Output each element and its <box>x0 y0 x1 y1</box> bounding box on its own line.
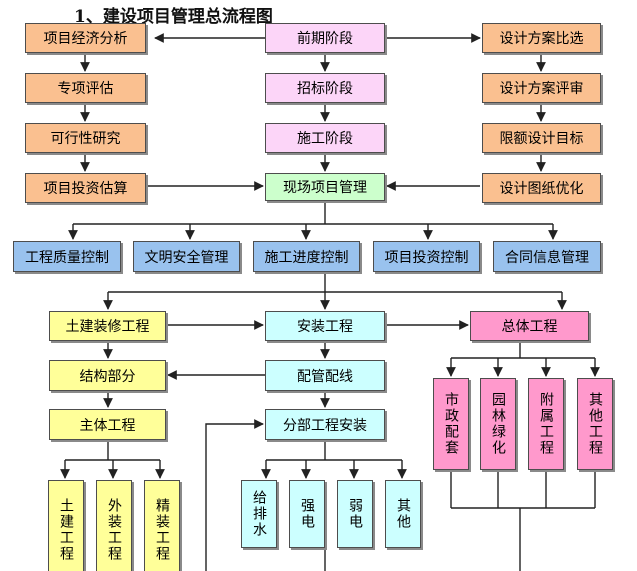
node-safety-management[interactable]: 文明安全管理 <box>133 241 240 272</box>
node-drawing-optimization[interactable]: 设计图纸优化 <box>482 173 601 203</box>
node-quota-design-target[interactable]: 限额设计目标 <box>482 123 601 153</box>
node-landscaping[interactable]: 园林绿化 <box>480 378 516 470</box>
node-investment-control[interactable]: 项目投资控制 <box>373 241 480 272</box>
node-auxiliary-works[interactable]: 附属工程 <box>528 378 564 470</box>
node-investment-estimate[interactable]: 项目投资估算 <box>25 173 146 203</box>
node-site-management[interactable]: 现场项目管理 <box>265 173 385 201</box>
node-other-works[interactable]: 其他工程 <box>577 378 613 470</box>
node-quality-control[interactable]: 工程质量控制 <box>13 241 121 272</box>
node-design-review[interactable]: 设计方案评审 <box>482 73 601 103</box>
node-weak-current[interactable]: 弱电 <box>337 480 373 548</box>
node-special-assessment[interactable]: 专项评估 <box>25 73 146 103</box>
node-civil-decoration[interactable]: 土建装修工程 <box>49 311 166 341</box>
node-other[interactable]: 其他 <box>385 480 421 548</box>
node-civil-works[interactable]: 土建工程 <box>48 480 84 571</box>
node-fine-decoration[interactable]: 精装工程 <box>144 480 180 571</box>
node-piping-wiring[interactable]: 配管配线 <box>265 360 385 391</box>
node-main-structure[interactable]: 主体工程 <box>49 409 166 440</box>
node-construction-stage[interactable]: 施工阶段 <box>265 123 385 153</box>
node-economic-analysis[interactable]: 项目经济分析 <box>25 23 146 53</box>
node-schedule-control[interactable]: 施工进度控制 <box>253 241 360 272</box>
node-feasibility-study[interactable]: 可行性研究 <box>25 123 146 153</box>
node-subsection-installation[interactable]: 分部工程安装 <box>265 409 385 440</box>
node-preliminary-stage[interactable]: 前期阶段 <box>265 23 385 53</box>
node-structure-part[interactable]: 结构部分 <box>49 360 166 391</box>
node-bidding-stage[interactable]: 招标阶段 <box>265 73 385 103</box>
node-installation[interactable]: 安装工程 <box>265 311 385 341</box>
node-contract-management[interactable]: 合同信息管理 <box>493 241 601 272</box>
node-water-supply-drainage[interactable]: 给排水 <box>241 480 277 548</box>
node-municipal[interactable]: 市政配套 <box>433 378 469 470</box>
node-exterior-works[interactable]: 外装工程 <box>96 480 132 571</box>
node-design-comparison[interactable]: 设计方案比选 <box>482 23 601 53</box>
node-strong-current[interactable]: 强电 <box>289 480 325 548</box>
diagram-title: 1、建设项目管理总流程图 <box>74 7 273 27</box>
node-overall-works[interactable]: 总体工程 <box>470 311 589 341</box>
